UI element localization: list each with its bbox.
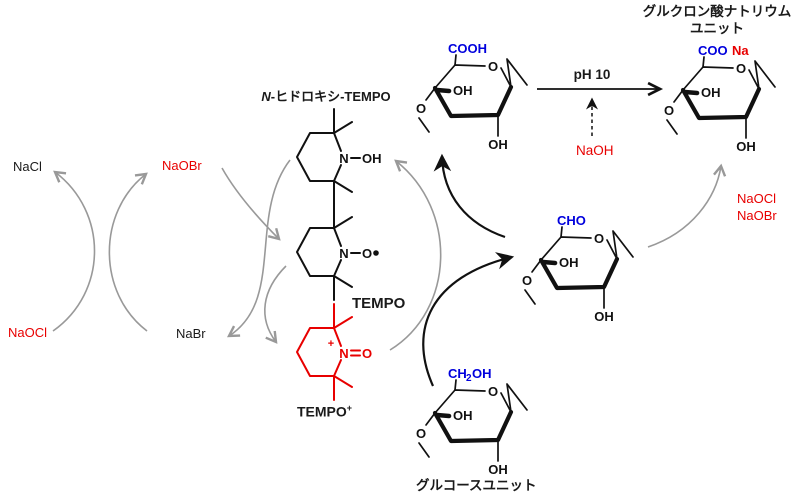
plus-charge-label: + [328,338,334,350]
naobr-oxidant-label: NaOBr [737,208,777,223]
arrow-tempo-radical-to-tempo-plus [264,265,287,344]
carboxyl-label: COOH [448,41,487,56]
ring-oxygen-label: O [594,231,604,246]
hydroxyl-inner-label: OH [453,408,473,423]
nabr-label: NaBr [176,326,206,341]
glycosidic-oxygen-label: O [664,103,674,118]
ph10-label: pH 10 [573,67,611,82]
arrow-hydroxytempo-to-nabr [226,159,291,338]
ring-oxygen-label: O [488,59,498,74]
arrow-tempo-plus-to-hydroxytempo [389,159,442,351]
aldehyde-label: CHO [557,213,586,228]
hydroxyl-inner-label: OH [559,255,579,270]
hydroxyl-label: OH [362,151,382,166]
arrow-aldehyde-to-glucuronate [647,163,727,248]
molecule-glucose-unit: CH 2 OH O OH O OH [416,366,528,477]
hydroxymethyl-subscript: 2 [466,373,472,384]
glucuronate-title-line2: ユニット [690,21,744,36]
naobr-label: NaOBr [162,158,202,173]
ring-oxygen-label: O [736,61,746,76]
oxo-label: O [362,346,372,361]
tempo-plus-label: TEMPO+ [297,403,352,420]
tempo-plus-sup: + [346,403,353,413]
molecule-tempo-plus: + N O [296,303,372,401]
n-hydroxy-tempo-title: N-ヒドロキシ-TEMPO [236,86,416,105]
molecule-aldehyde-unit: CHO O OH O OH [522,213,634,324]
naocl-label: NaOCl [8,325,48,340]
n-atom-label: N [339,151,348,166]
molecule-tempo-radical: N O [296,203,379,301]
molecule-n-hydroxy-tempo: N OH [296,108,382,206]
hydroxyl-bottom-label: OH [488,137,508,152]
radical-dot [373,250,379,256]
n-atom-label: N [339,346,348,361]
tempo-label: TEMPO [352,295,406,312]
hydroxymethyl-label-oh: OH [472,366,492,381]
molecule-glucuronic-acid-unit: COOH O OH O OH [416,41,528,152]
naocl-oxidant-label: NaOCl [737,191,777,206]
glycosidic-oxygen-label: O [522,273,532,288]
tempo-plus-text: TEMPO [297,403,347,420]
nacl-label: NaCl [13,159,42,174]
hydroxyl-bottom-label: OH [488,462,508,477]
n-hydroxy-tempo-title-rest: -ヒドロキシ-TEMPO [270,89,391,104]
glucuronate-title-line1: グルクロン酸ナトリウム [642,4,792,19]
hydroxyl-bottom-label: OH [736,139,756,154]
glucose-unit-label: グルコースユニット [416,478,537,493]
glycosidic-oxygen-label: O [416,426,426,441]
arrow-naobr-to-tempo-radical [221,167,281,241]
n-italic: N [261,89,271,104]
hydroxyl-inner-label: OH [701,85,721,100]
naoh-label: NaOH [576,143,614,158]
glycosidic-oxygen-label: O [416,101,426,116]
molecule-sodium-glucuronate-unit: COO Na O OH O OH [664,43,776,154]
ring-oxygen-label: O [488,384,498,399]
hydroxymethyl-label-ch: CH [448,366,467,381]
oxidants-label: NaOCl NaOBr [737,190,777,224]
arrow-naocl-to-nacl [52,170,96,332]
arrow-glucose-to-aldehyde [422,252,515,387]
oxyl-label: O [362,246,372,261]
n-atom-label: N [339,246,348,261]
arrow-aldehyde-to-acid [433,153,506,239]
arrow-nabr-to-naobr [108,172,148,332]
sodium-label: Na [732,43,749,58]
glucuronate-title: グルクロン酸ナトリウム ユニット [632,3,800,37]
carboxylate-label: COO [698,43,728,58]
hydroxyl-inner-label: OH [453,83,473,98]
hydroxyl-bottom-label: OH [594,309,614,324]
